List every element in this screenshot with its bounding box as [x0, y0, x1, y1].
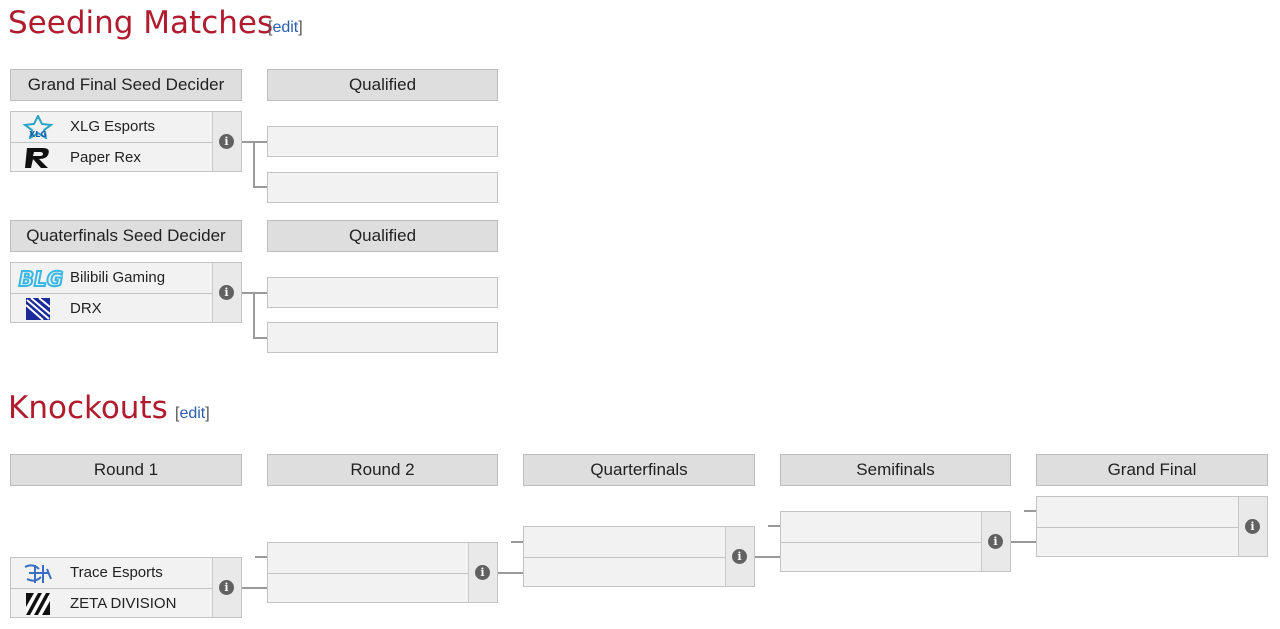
seeding-edit-link[interactable]: [edit] — [268, 19, 303, 36]
bracket-connector — [755, 556, 780, 558]
qf-seed-decider-header: Quaterfinals Seed Decider — [10, 220, 242, 252]
round-header-semifinals: Semifinals — [780, 454, 1011, 486]
quarterfinals-match[interactable]: i — [523, 526, 755, 587]
match-info-column[interactable]: i — [1238, 497, 1267, 556]
round1-match[interactable]: Trace Esports ZETA DIVISION i — [10, 557, 242, 618]
bracket-connector — [498, 572, 523, 574]
round-header-round-1: Round 1 — [10, 454, 242, 486]
bracket-connector — [255, 556, 267, 558]
bracket-connector — [253, 292, 255, 339]
team-slot-empty[interactable] — [1037, 527, 1239, 558]
bracket-connector — [253, 292, 267, 294]
info-icon[interactable]: i — [988, 534, 1003, 549]
round-header-round-2: Round 2 — [267, 454, 498, 486]
info-icon[interactable]: i — [1245, 519, 1260, 534]
match-info-column[interactable]: i — [468, 543, 497, 602]
bracket-connector — [253, 141, 267, 143]
team-slot-empty[interactable] — [781, 512, 982, 542]
qf-qualified-header: Qualified — [267, 220, 498, 252]
seeding-matches-title: Seeding Matches — [8, 5, 274, 41]
qualified-slot-empty — [267, 277, 498, 308]
semifinals-match[interactable]: i — [780, 511, 1011, 572]
info-icon[interactable]: i — [475, 565, 490, 580]
bilibili-gaming-logo-icon: BLG — [18, 266, 64, 290]
info-icon[interactable]: i — [219, 285, 234, 300]
seeding-edit-anchor[interactable]: edit — [272, 19, 299, 36]
round-header-quarterfinals: Quarterfinals — [523, 454, 755, 486]
team-slot-paper-rex[interactable]: Paper Rex — [11, 142, 213, 173]
team-name: Trace Esports — [70, 564, 163, 581]
svg-text:BLG: BLG — [19, 267, 63, 290]
paper-rex-logo-icon — [25, 148, 49, 168]
bracket-connector — [253, 186, 267, 188]
gf-qualified-header: Qualified — [267, 69, 498, 101]
match-info-column[interactable]: i — [212, 558, 241, 617]
bracket-connector — [768, 525, 780, 527]
team-slot-empty[interactable] — [1037, 497, 1239, 527]
info-icon[interactable]: i — [732, 549, 747, 564]
team-slot-zeta[interactable]: ZETA DIVISION — [11, 588, 213, 619]
info-icon[interactable]: i — [219, 580, 234, 595]
team-slot-empty[interactable] — [268, 573, 469, 604]
round-header-grand-final: Grand Final — [1036, 454, 1268, 486]
match-info-column[interactable]: i — [212, 263, 241, 322]
qf-seed-decider-match[interactable]: BLG Bilibili Gaming DRX i — [10, 262, 242, 323]
team-name: Bilibili Gaming — [70, 269, 166, 286]
match-info-column[interactable]: i — [725, 527, 754, 586]
bracket-connector — [253, 337, 267, 339]
knockouts-edit-link[interactable]: [edit] — [175, 405, 210, 422]
bracket-connector — [253, 141, 255, 188]
zeta-division-logo-icon — [26, 593, 50, 615]
bracket-connector — [242, 292, 254, 294]
round2-match[interactable]: i — [267, 542, 498, 603]
team-name: XLG Esports — [70, 118, 156, 135]
qualified-slot-empty — [267, 322, 498, 353]
drx-logo-icon — [25, 297, 51, 321]
team-slot-empty[interactable] — [268, 543, 469, 573]
bracket-connector — [1011, 541, 1036, 543]
match-info-column[interactable]: i — [212, 112, 241, 171]
bracket-connector — [242, 587, 267, 589]
team-slot-empty[interactable] — [524, 557, 726, 588]
trace-esports-logo-icon — [24, 564, 52, 583]
team-name: ZETA DIVISION — [70, 595, 177, 612]
team-slot-xlg[interactable]: XLG XLG Esports — [11, 112, 213, 142]
grand-final-match[interactable]: i — [1036, 496, 1268, 557]
bracket-connector — [511, 541, 523, 543]
team-slot-bilibili[interactable]: BLG Bilibili Gaming — [11, 263, 213, 293]
team-slot-drx[interactable]: DRX — [11, 293, 213, 324]
gf-seed-decider-header: Grand Final Seed Decider — [10, 69, 242, 101]
knockouts-title: Knockouts — [8, 390, 168, 426]
match-info-column[interactable]: i — [981, 512, 1010, 571]
xlg-logo-icon: XLG — [22, 115, 54, 139]
qualified-slot-empty — [267, 126, 498, 157]
team-name: DRX — [70, 300, 102, 317]
svg-text:XLG: XLG — [29, 130, 47, 139]
qualified-slot-empty — [267, 172, 498, 203]
bracket-connector — [1024, 510, 1036, 512]
team-slot-empty[interactable] — [781, 542, 982, 573]
team-slot-trace[interactable]: Trace Esports — [11, 558, 213, 588]
team-name: Paper Rex — [70, 149, 141, 166]
gf-seed-decider-match[interactable]: XLG XLG Esports Paper Rex i — [10, 111, 242, 172]
team-slot-empty[interactable] — [524, 527, 726, 557]
bracket-connector — [242, 141, 254, 143]
info-icon[interactable]: i — [219, 134, 234, 149]
knockouts-edit-anchor[interactable]: edit — [179, 405, 206, 422]
